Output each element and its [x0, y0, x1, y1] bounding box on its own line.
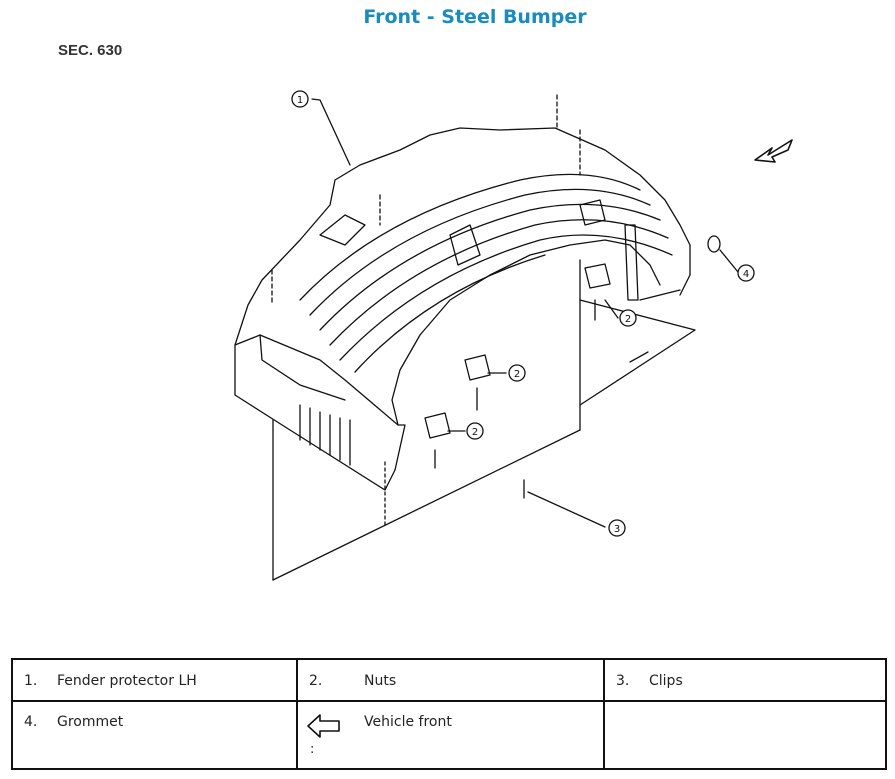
- legend-number: 3.: [616, 673, 630, 689]
- legend-cell: 4. Grommet: [11, 700, 298, 770]
- legend-number: 1.: [24, 673, 38, 689]
- callout-2a-label: 2: [514, 369, 520, 380]
- left-arrow-icon: [307, 714, 340, 738]
- legend-label: Vehicle front: [364, 714, 452, 730]
- legend-cell: 1. Fender protector LH: [11, 658, 298, 702]
- icon-suffix: :: [310, 742, 315, 757]
- legend-label: Grommet: [57, 714, 124, 730]
- legend-label: Fender protector LH: [57, 673, 197, 689]
- legend-number: 4.: [24, 714, 38, 730]
- legend-cell: 2. Nuts: [296, 658, 605, 702]
- legend-cell: : Vehicle front: [296, 700, 605, 770]
- callout-2a-circle: [508, 364, 526, 382]
- callout-1-circle: [291, 90, 309, 108]
- callout-4-circle: [737, 264, 755, 282]
- callout-2b-label: 2: [472, 427, 478, 438]
- callout-3-circle: [608, 519, 626, 537]
- callout-2b-circle: [466, 422, 484, 440]
- legend-cell: 3. Clips: [603, 658, 887, 702]
- callout-4-label: 4: [743, 269, 749, 280]
- callout-1-label: 1: [297, 95, 303, 106]
- legend-row: 1. Fender protector LH 2. Nuts 3. Clips: [11, 658, 887, 702]
- legend-label: Nuts: [364, 673, 397, 689]
- legend-row: 4. Grommet : Vehicle front: [11, 700, 887, 770]
- page-title: Front - Steel Bumper: [363, 6, 587, 28]
- fender-protector-diagram: 1 2 2 2 3 4: [234, 90, 793, 581]
- section-number: SEC. 630: [58, 42, 123, 59]
- callout-3-label: 3: [614, 524, 620, 535]
- legend-number: 2.: [309, 673, 323, 689]
- legend-table: 1. Fender protector LH 2. Nuts 3. Clips …: [11, 658, 887, 770]
- legend-cell-empty: [603, 700, 887, 770]
- legend-label: Clips: [649, 673, 683, 689]
- callout-2c-label: 2: [625, 314, 631, 325]
- callout-2c-circle: [619, 309, 637, 327]
